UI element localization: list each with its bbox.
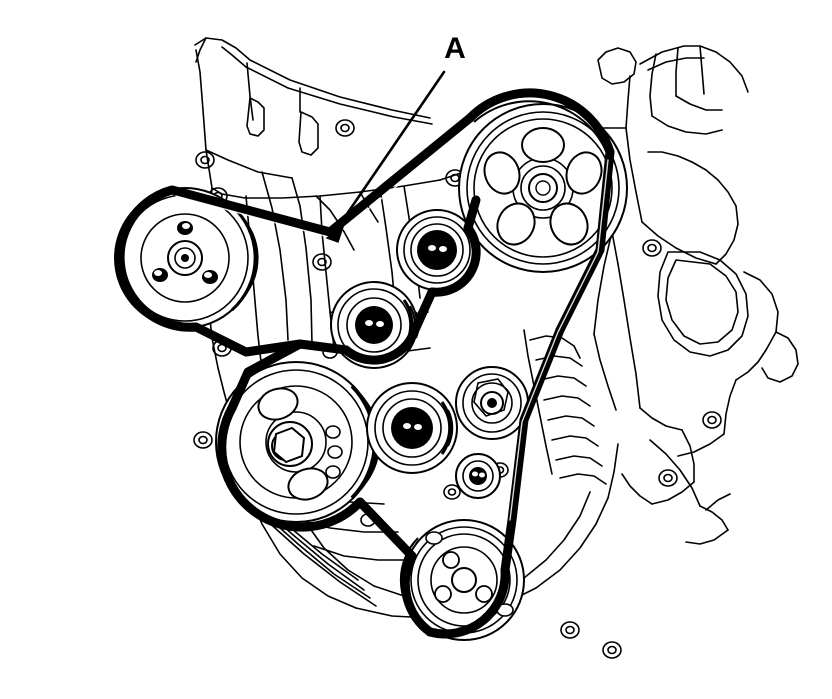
crankshaft-pulley (215, 361, 381, 523)
idler-pulley-lower (455, 453, 501, 499)
callout-a-leader-line (334, 70, 446, 232)
power-steering-pump-pulley (114, 187, 259, 329)
water-pump-pulley (458, 103, 628, 273)
belt-edge-detail (127, 100, 609, 229)
callout-a-arrowhead (325, 221, 346, 243)
serpentine-drive-belt (115, 88, 615, 639)
alternator-pulley (366, 382, 458, 474)
idler-pulley-upper (396, 209, 478, 291)
tensioner-pulley (455, 366, 529, 440)
callout-a-label: A (444, 32, 466, 65)
idler-pulley-middle (330, 281, 420, 369)
callout-a: A (325, 32, 466, 243)
